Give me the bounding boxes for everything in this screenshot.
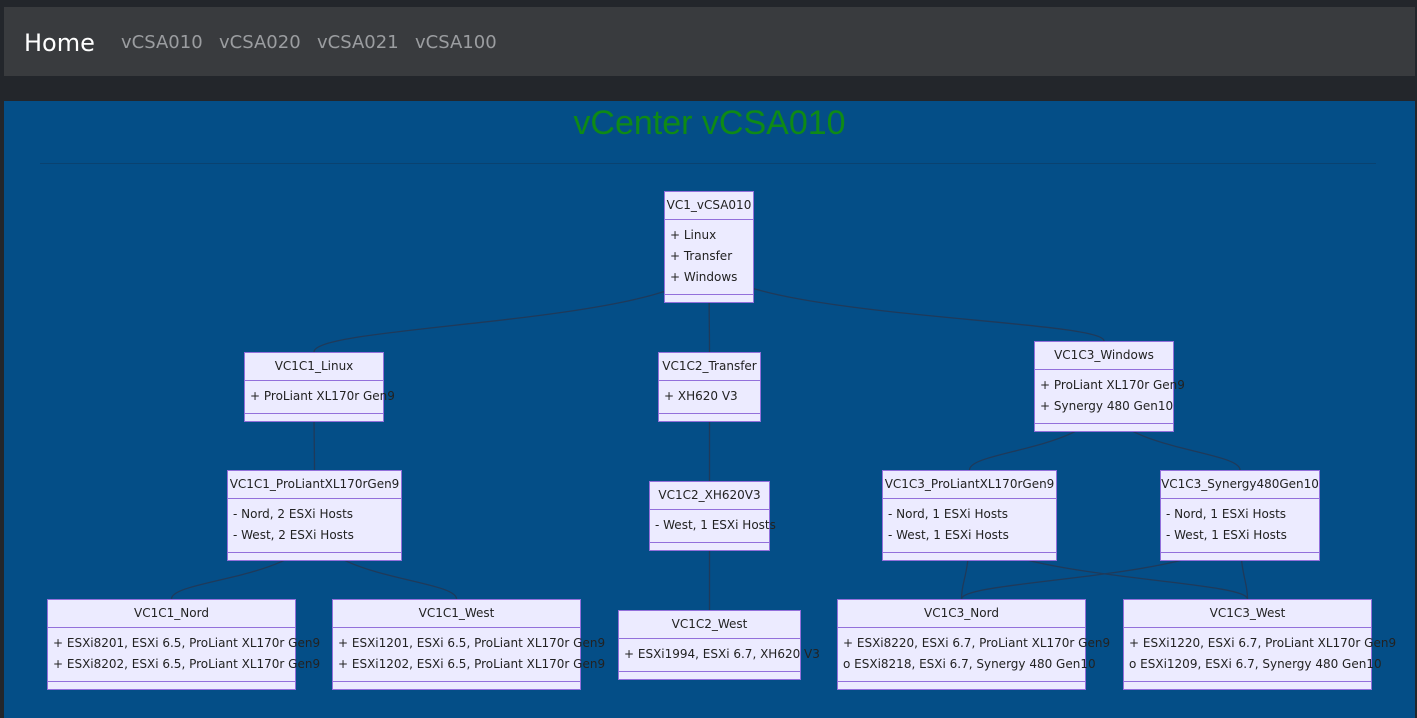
title-divider <box>40 163 1376 164</box>
node-methods-divider <box>619 671 800 672</box>
node-attributes: + ProLiant XL170r Gen9 + Synergy 480 Gen1… <box>1035 370 1185 417</box>
class-node-vc1c3-nord: VC1C3_Nord + ESXi8220, ESXi 6.7, ProLiant… <box>837 599 1111 690</box>
node-attribute: - Nord, 2 ESXi Hosts <box>233 507 354 521</box>
page-title: vCenter vCSA010 <box>573 104 846 142</box>
node-title: VC1C3_Nord <box>838 600 1085 628</box>
node-attribute: + ESXi1201, ESXi 6.5, ProLiant XL170r Ge… <box>338 636 606 650</box>
class-node-vc1c3-proliantxl170rgen9: VC1C3_ProLiantXL170rGen9- Nord, 1 ESXi H… <box>882 470 1057 561</box>
node-attribute: + ProLiant XL170r Gen9 <box>1040 378 1185 392</box>
nav-link-vcsa010[interactable]: vCSA010 <box>121 32 203 53</box>
node-title: VC1C1_West <box>333 600 580 628</box>
node-methods-divider <box>883 552 1056 553</box>
node-attribute: - West, 1 ESXi Hosts <box>655 518 776 532</box>
node-title: VC1C3_ProLiantXL170rGen9 <box>883 471 1056 499</box>
node-attributes: + ESXi1220, ESXi 6.7, ProLiant XL170r Ge… <box>1124 628 1397 675</box>
class-node-vc1-vcsa010: VC1_vCSA010 + Linux + Transfer + Windows <box>664 191 754 303</box>
node-attribute: + Synergy 480 Gen10 <box>1040 399 1174 413</box>
node-title: VC1C1_Nord <box>48 600 295 628</box>
node-attribute: + Transfer <box>670 249 733 263</box>
node-methods-divider <box>665 294 753 295</box>
node-attributes: - Nord, 2 ESXi Hosts - West, 2 ESXi Hosts <box>228 499 401 546</box>
node-attributes: + ESXi8201, ESXi 6.5, ProLiant XL170r Ge… <box>48 628 321 675</box>
node-title: VC1_vCSA010 <box>665 192 753 220</box>
node-methods-divider <box>333 681 580 682</box>
node-attributes: + ESXi1201, ESXi 6.5, ProLiant XL170r Ge… <box>333 628 606 675</box>
node-attribute: + ProLiant XL170r Gen9 <box>250 389 395 403</box>
node-methods-divider <box>659 413 760 414</box>
node-attributes: + XH620 V3 <box>659 381 760 407</box>
node-title: VC1C2_XH620V3 <box>650 482 769 510</box>
node-methods-divider <box>228 552 401 553</box>
node-attribute: - West, 1 ESXi Hosts <box>1166 528 1287 542</box>
class-node-vc1c3-west: VC1C3_West + ESXi1220, ESXi 6.7, ProLiant… <box>1123 599 1397 690</box>
node-title: VC1C2_West <box>619 611 800 639</box>
class-node-vc1c3-windows: VC1C3_Windows + ProLiant XL170r Gen9 + Syn… <box>1034 341 1185 432</box>
node-attribute: + ESXi8220, ESXi 6.7, ProLiant XL170r Ge… <box>843 636 1111 650</box>
class-node-vc1c1-linux: VC1C1_Linux + ProLiant XL170r Gen9 <box>244 352 395 422</box>
node-attribute: + XH620 V3 <box>664 389 738 403</box>
node-attributes: + Linux + Transfer + Windows <box>665 220 753 288</box>
edge-vc1-vcsa010-to-vc1c3-windows <box>708 258 1105 342</box>
class-node-vc1c1-nord: VC1C1_Nord + ESXi8201, ESXi 6.5, ProLiant… <box>47 599 321 690</box>
node-attribute: - Nord, 1 ESXi Hosts <box>1166 507 1287 521</box>
nav-home-link[interactable]: Home <box>24 29 95 57</box>
top-navbar: Home vCSA010 vCSA020 vCSA021 vCSA100 <box>4 7 1415 76</box>
node-attributes: - Nord, 1 ESXi Hosts - West, 1 ESXi Hosts <box>1161 499 1319 546</box>
node-attributes: + ESXi8220, ESXi 6.7, ProLiant XL170r Ge… <box>838 628 1111 675</box>
node-methods-divider <box>48 681 295 682</box>
diagram-panel: vCenter vCSA010 VC1_vCSA010 + Linux + Tran… <box>4 101 1415 718</box>
node-methods-divider <box>650 542 769 543</box>
node-attribute: + ESXi1220, ESXi 6.7, ProLiant XL170r Ge… <box>1129 636 1397 650</box>
node-title: VC1C3_Synergy480Gen10 <box>1161 471 1319 499</box>
node-title: VC1C3_West <box>1124 600 1371 628</box>
node-attributes: - West, 1 ESXi Hosts <box>650 510 776 536</box>
node-title: VC1C3_Windows <box>1035 342 1173 370</box>
nav-link-vcsa021[interactable]: vCSA021 <box>317 32 399 53</box>
class-node-vc1c1-west: VC1C1_West + ESXi1201, ESXi 6.5, ProLiant… <box>332 599 606 690</box>
class-node-vc1c2-west: VC1C2_West + ESXi1994, ESXi 6.7, XH620 V3 <box>618 610 820 680</box>
nav-link-vcsa100[interactable]: vCSA100 <box>415 32 497 53</box>
node-attribute: + ESXi1202, ESXi 6.5, ProLiant XL170r Ge… <box>338 657 606 671</box>
class-node-vc1c3-synergy480gen10: VC1C3_Synergy480Gen10- Nord, 1 ESXi Host… <box>1160 470 1320 561</box>
node-attribute: + Windows <box>670 270 738 284</box>
node-methods-divider <box>1035 423 1173 424</box>
node-attributes: - Nord, 1 ESXi Hosts - West, 1 ESXi Hosts <box>883 499 1056 546</box>
node-attribute: o ESXi1209, ESXi 6.7, Synergy 480 Gen10 <box>1129 657 1382 671</box>
node-attribute: - West, 2 ESXi Hosts <box>233 528 354 542</box>
class-node-vc1c2-transfer: VC1C2_Transfer + XH620 V3 <box>658 352 761 422</box>
node-attribute: o ESXi8218, ESXi 6.7, Synergy 480 Gen10 <box>843 657 1096 671</box>
class-node-vc1c1-proliantxl170rgen9: VC1C1_ProLiantXL170rGen9- Nord, 2 ESXi H… <box>227 470 402 561</box>
node-attribute: - West, 1 ESXi Hosts <box>888 528 1009 542</box>
node-methods-divider <box>838 681 1085 682</box>
node-methods-divider <box>245 413 383 414</box>
node-attribute: + ESXi8202, ESXi 6.5, ProLiant XL170r Ge… <box>53 657 321 671</box>
node-attribute: + Linux <box>670 228 717 242</box>
node-title: VC1C2_Transfer <box>659 353 760 381</box>
node-attributes: + ProLiant XL170r Gen9 <box>245 381 395 407</box>
node-title: VC1C1_ProLiantXL170rGen9 <box>228 471 401 499</box>
class-node-vc1c2-xh620v3: VC1C2_XH620V3 - West, 1 ESXi Hosts <box>649 481 776 551</box>
edge-vc1-vcsa010-to-vc1c1-linux <box>313 258 710 353</box>
node-attribute: - Nord, 1 ESXi Hosts <box>888 507 1009 521</box>
node-attribute: + ESXi1994, ESXi 6.7, XH620 V3 <box>624 647 820 661</box>
node-attributes: + ESXi1994, ESXi 6.7, XH620 V3 <box>619 639 820 665</box>
nav-link-vcsa020[interactable]: vCSA020 <box>219 32 301 53</box>
node-methods-divider <box>1124 681 1371 682</box>
node-title: VC1C1_Linux <box>245 353 383 381</box>
node-attribute: + ESXi8201, ESXi 6.5, ProLiant XL170r Ge… <box>53 636 321 650</box>
node-methods-divider <box>1161 552 1319 553</box>
